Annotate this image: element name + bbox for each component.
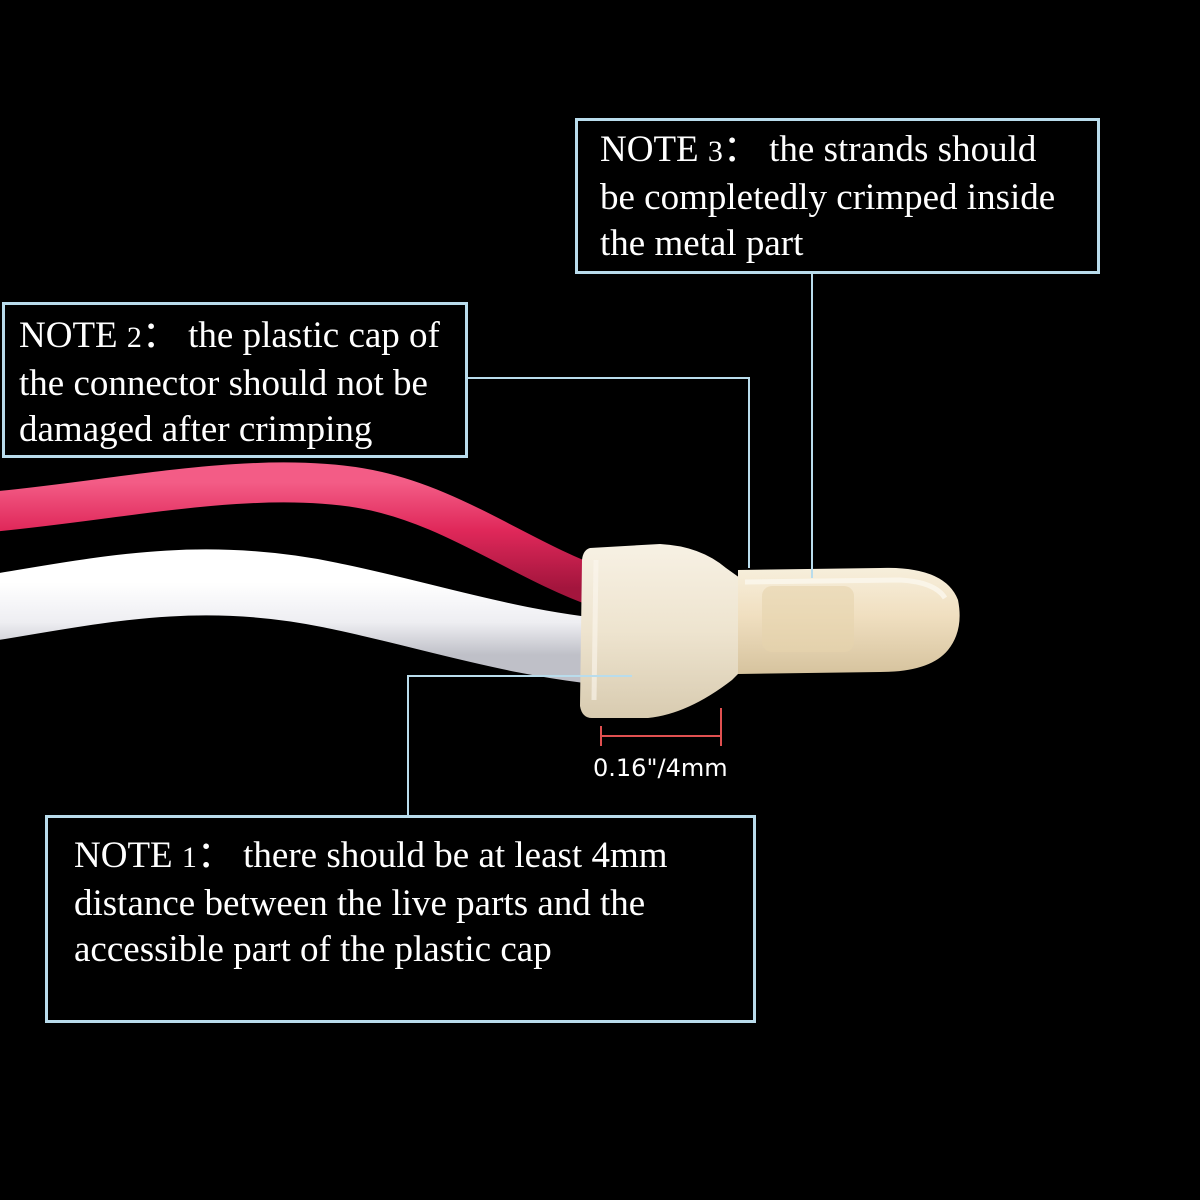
note-2-line-1: NOTE 2： the plastic cap of: [19, 313, 459, 361]
note-3-separator: ：: [722, 129, 760, 170]
note-3-line-1: NOTE 3： the strands should: [600, 127, 1087, 175]
note-2-separator: ：: [141, 315, 179, 356]
note-3-box: NOTE 3： the strands should be completedl…: [575, 118, 1100, 274]
note-2-text-3: damaged after crimping: [19, 409, 373, 450]
note-1-text-3: accessible part of the plastic cap: [74, 929, 552, 970]
note-1-separator: ：: [196, 835, 234, 876]
cap-highlight: [591, 559, 599, 701]
crimp-connector: [580, 544, 960, 718]
note-2-box: NOTE 2： the plastic cap of the connector…: [2, 302, 468, 458]
note-3-text-2: be completedly crimped inside: [600, 177, 1056, 218]
leader-note2: [468, 377, 750, 568]
note-3-label: NOTE: [600, 129, 699, 170]
leader-note1: [407, 675, 632, 815]
note-1-label: NOTE: [74, 835, 173, 876]
note-3-text-3: the metal part: [600, 223, 804, 264]
dimension-label: 0.16"/4mm: [593, 754, 728, 782]
dimension-marker: [600, 708, 722, 746]
note-3-number: 3: [707, 135, 723, 168]
barrel-highlight: [744, 577, 948, 600]
metal-sleeve: [762, 586, 854, 652]
note-2-text-2: the connector should not be: [19, 363, 428, 404]
note-2-label: NOTE: [19, 315, 118, 356]
white-wire: [0, 549, 673, 688]
connector-cap: [580, 544, 740, 718]
note-3-text-1: the strands should: [769, 129, 1037, 170]
note-1-number: 1: [181, 841, 197, 874]
red-wire: [0, 462, 620, 608]
leader-lines: [407, 274, 813, 815]
note-1-line-1: NOTE 1： there should be at least 4mm: [74, 833, 743, 881]
note-1-text-1: there should be at least 4mm: [243, 835, 668, 876]
note-2-text-1: the plastic cap of: [188, 315, 440, 356]
note-1-text-2: distance between the live parts and the: [74, 883, 646, 924]
note-2-number: 2: [126, 321, 142, 354]
note-1-box: NOTE 1： there should be at least 4mm dis…: [45, 815, 756, 1023]
